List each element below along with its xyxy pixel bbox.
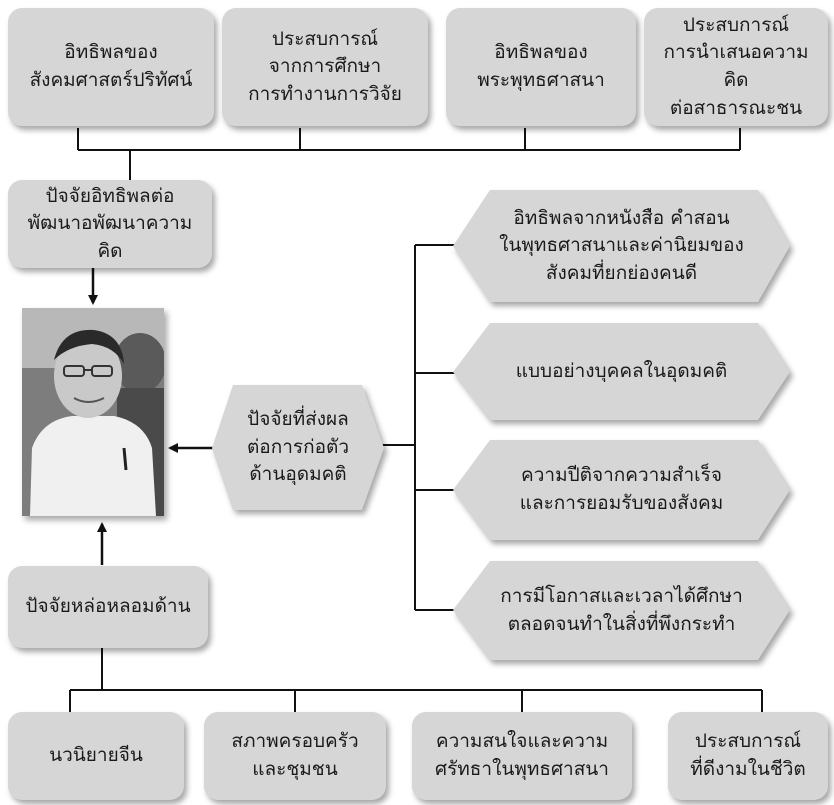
top-box-2-line-2: จากการศึกษา: [268, 55, 382, 78]
right-hex-4-line-1: การมีโอกาสและเวลาได้ศึกษา: [500, 584, 743, 607]
center-hex-line-2: ต่อการก่อตัว: [246, 435, 350, 458]
bottom-box-3-line-2: ศรัทธาในพุทธศาสนา: [435, 758, 609, 780]
right-hexagon-shape-2: [453, 323, 790, 420]
top-box-2-line-1: ประสบการณ์: [271, 27, 379, 50]
top-box-1-line-1: อิทธิพลของ: [64, 41, 158, 64]
right-hex-1-line-3: สังคมที่ยกย่องคนดี: [545, 261, 698, 284]
factor-shaping-box: ปัจจัยหล่อหลอมด้าน: [8, 566, 208, 648]
right-hexagon-shape-1: [453, 190, 790, 302]
right-hexagon-shape-3: [453, 440, 790, 540]
top-box-4-line-2: การนำเสนอความคิด: [663, 41, 809, 91]
top-box-research-experience: ประสบการณ์จากการศึกษาการทำงานการวิจัย: [222, 8, 428, 126]
right-hex-1-line-2: ในพุทธศาสนาและค่านิยมของ: [499, 234, 744, 257]
center-hex-line-1: ปัจจัยที่ส่งผล: [247, 408, 349, 431]
bottom-box-1-line-1: นวนิยายจีน: [49, 744, 143, 767]
bottom-box-family-community: สภาพครอบครัวและชุมชน: [204, 712, 386, 800]
portrait-photo: [22, 308, 164, 516]
bottom-box-life-experience: ประสบการณ์ที่ดีงามในชีวิต: [668, 712, 828, 800]
bottom-box-chinese-novels: นวนิยายจีน: [8, 712, 184, 800]
factor-bottom-line-1: ปัจจัยหล่อหลอมด้าน: [25, 595, 191, 618]
right-hex-1-line-1: อิทธิพลจากหนังสือ คำสอน: [513, 206, 730, 229]
right-hexagon-opportunity-time: การมีโอกาสและเวลาได้ศึกษา ตลอดจนทำในสิ่ง…: [453, 561, 790, 660]
top-box-2-line-3: การทำงานการวิจัย: [248, 82, 402, 105]
factor-top-line-1: ปัจจัยอิทธิพลต่อ: [45, 184, 175, 207]
right-hex-2-line-1: แบบอย่างบุคคลในอุดมคติ: [515, 359, 728, 382]
bottom-box-3-line-1: ความสนใจและความ: [435, 730, 609, 753]
right-hexagon-shape-4: [453, 561, 790, 660]
right-hex-4-line-2: ตลอดจนทำในสิ่งที่พึงกระทำ: [507, 612, 736, 635]
top-box-4-line-1: ประสบการณ์: [682, 13, 790, 36]
top-box-3-line-1: อิทธิพลของ: [494, 41, 588, 64]
top-box-3-line-2: พระพุทธศาสนา: [477, 69, 605, 91]
right-hexagon-books-teachings: อิทธิพลจากหนังสือ คำสอน ในพุทธศาสนาและค่…: [453, 190, 790, 302]
center-hexagon: ปัจจัยที่ส่งผล ต่อการก่อตัว ด้านอุดมคติ: [212, 385, 384, 510]
bottom-box-4-line-2: ที่ดีงามในชีวิต: [690, 758, 806, 780]
top-box-public-presentation: ประสบการณ์การนำเสนอความคิดต่อสาธารณะชน: [644, 8, 828, 126]
top-box-4-line-3: ต่อสาธารณะชน: [669, 96, 803, 119]
bottom-box-2-line-2: และชุมชน: [252, 758, 338, 780]
top-box-social-science: อิทธิพลของสังคมศาสตร์ปริทัศน์: [8, 8, 214, 126]
right-hex-3-line-1: ความปีติจากความสำเร็จ: [521, 464, 722, 487]
right-hexagon-ideal-person: แบบอย่างบุคคลในอุดมคติ: [453, 323, 790, 420]
factor-top-line-2: พัฒนาอพัฒนาความคิด: [27, 212, 193, 262]
top-box-buddhism: อิทธิพลของพระพุทธศาสนา: [446, 8, 636, 126]
bottom-box-buddhist-faith: ความสนใจและความศรัทธาในพุทธศาสนา: [412, 712, 632, 800]
portrait-illustration: [22, 308, 164, 516]
center-hex-line-3: ด้านอุดมคติ: [249, 463, 347, 486]
top-box-1-line-2: สังคมศาสตร์ปริทัศน์: [29, 69, 193, 91]
center-hexagon-shape: [212, 385, 384, 510]
bottom-box-2-line-1: สภาพครอบครัว: [231, 730, 359, 753]
bottom-box-4-line-1: ประสบการณ์: [694, 730, 802, 753]
right-hex-3-line-2: และการยอมรับของสังคม: [519, 492, 724, 514]
factor-influence-box: ปัจจัยอิทธิพลต่อพัฒนาอพัฒนาความคิด: [8, 180, 212, 268]
right-hexagon-pride-acceptance: ความปีติจากความสำเร็จ และการยอมรับของสัง…: [453, 440, 790, 540]
